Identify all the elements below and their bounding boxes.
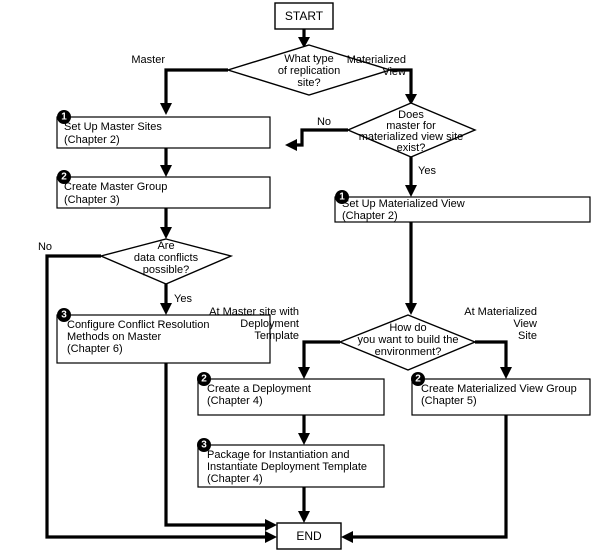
edge-label-no-conflicts: No — [38, 241, 52, 253]
step-configure-conflict-resolution-line1: Configure Conflict Resolution — [67, 319, 209, 331]
connector-master-branch — [160, 68, 228, 115]
step-create-a-deployment[interactable]: Create a Deployment (Chapter 4) 2 — [197, 372, 385, 416]
decision-master-exists[interactable]: Does master for materialized view site e… — [346, 102, 477, 158]
connector-deployment-to-package — [298, 415, 310, 445]
start-label: START — [285, 9, 324, 23]
decision-build-environment-line1: How do — [389, 322, 426, 334]
step-configure-conflict-resolution-line2: Methods on Master — [67, 331, 161, 343]
step-set-up-materialized-view-line2: (Chapter 2) — [342, 210, 398, 222]
connector-conflicts-no — [45, 254, 277, 543]
connector-build-right-branch — [475, 340, 512, 379]
badge-circle-icon — [197, 438, 211, 452]
step-set-up-master-sites[interactable]: Set Up Master Sites (Chapter 2) 1 — [56, 110, 271, 149]
connector-master-exists-no — [285, 128, 348, 151]
end-label: END — [296, 529, 322, 543]
step-create-a-deployment-line1: Create a Deployment — [207, 383, 311, 395]
badge-circle-icon — [335, 190, 349, 204]
edge-label-no-master-exists: No — [317, 116, 331, 128]
edge-label-at-mv-site-line2: View — [513, 318, 537, 330]
step-set-up-master-sites-line2: (Chapter 2) — [64, 134, 120, 146]
node-end[interactable]: END — [276, 522, 342, 550]
edge-label-at-mv-site-line3: Site — [518, 330, 537, 342]
decision-build-environment-line2: you want to build the — [358, 334, 459, 346]
step-set-up-materialized-view-badge: 1 — [339, 192, 345, 203]
connector-materialized-view-branch — [390, 68, 417, 105]
decision-data-conflicts-line2: data conflicts — [134, 252, 199, 264]
step-configure-conflict-resolution[interactable]: Configure Conflict Resolution Methods on… — [56, 308, 271, 364]
edge-label-master: Master — [131, 54, 165, 66]
edge-label-at-master-site-line3: Template — [254, 330, 299, 342]
step-create-materialized-view-group-line2: (Chapter 5) — [421, 395, 477, 407]
step-set-up-master-sites-line1: Set Up Master Sites — [64, 121, 162, 133]
step-create-materialized-view-group-line1: Create Materialized View Group — [421, 383, 577, 395]
decision-master-exists-line4: exist? — [397, 142, 426, 154]
connector-master-exists-yes — [405, 157, 417, 197]
connector-conflict-resolution-to-end — [164, 363, 277, 531]
edge-label-at-master-site-line1: At Master site with — [209, 306, 299, 318]
badge-circle-icon — [57, 110, 71, 124]
decision-data-conflicts[interactable]: Are data conflicts possible? — [98, 238, 234, 285]
badge-circle-icon — [57, 308, 71, 322]
edge-label-at-mv-site-line1: At Materialized — [464, 306, 537, 318]
step-create-master-group-line2: (Chapter 3) — [64, 194, 120, 206]
connector-materialized-view-to-build — [405, 222, 417, 315]
step-create-master-group[interactable]: Create Master Group (Chapter 3) 2 — [56, 170, 271, 209]
step-package-instantiate-line2: Instantiate Deployment Template — [207, 461, 367, 473]
connector-master-sites-to-master-group — [160, 148, 172, 177]
decision-replication-type[interactable]: What type of replication site? — [225, 44, 393, 96]
connector-master-group-to-conflicts — [160, 208, 172, 239]
step-configure-conflict-resolution-line3: (Chapter 6) — [67, 343, 123, 355]
connector-build-left-branch — [298, 340, 340, 379]
step-create-master-group-line1: Create Master Group — [64, 181, 167, 193]
connector-package-to-end — [298, 487, 310, 523]
decision-master-exists-line2: master for — [386, 120, 436, 132]
edge-label-yes-conflicts: Yes — [174, 293, 192, 305]
connector-conflicts-yes — [160, 284, 172, 315]
decision-replication-type-line2: of replication — [278, 65, 340, 77]
decision-build-environment[interactable]: How do you want to build the environment… — [338, 314, 477, 371]
step-package-instantiate-line3: (Chapter 4) — [207, 473, 263, 485]
connector-mv-group-to-end — [341, 415, 508, 543]
decision-master-exists-line1: Does — [398, 109, 424, 121]
step-package-instantiate[interactable]: Package for Instantiation and Instantiat… — [197, 438, 385, 488]
decision-master-exists-line3: materialized view site — [359, 131, 464, 143]
badge-circle-icon — [197, 372, 211, 386]
step-create-materialized-view-group-badge: 2 — [415, 374, 421, 385]
connector-start-to-replication-type — [298, 29, 310, 48]
badge-circle-icon — [411, 372, 425, 386]
decision-replication-type-line3: site? — [297, 77, 320, 89]
step-package-instantiate-badge: 3 — [201, 440, 207, 451]
step-configure-conflict-resolution-badge: 3 — [61, 310, 67, 321]
decision-data-conflicts-line3: possible? — [143, 264, 189, 276]
step-create-a-deployment-badge: 2 — [201, 374, 207, 385]
step-set-up-materialized-view-line1: Set Up Materialized View — [342, 198, 465, 210]
step-set-up-materialized-view[interactable]: Set Up Materialized View (Chapter 2) 1 — [334, 190, 591, 223]
node-start[interactable]: START — [274, 2, 334, 30]
step-create-master-group-badge: 2 — [61, 172, 67, 183]
step-package-instantiate-line1: Package for Instantiation and — [207, 449, 349, 461]
edge-label-materialized-view-line1: Materialized — [347, 54, 406, 66]
edge-label-materialized-view-line2: View — [382, 66, 406, 78]
decision-replication-type-line1: What type — [284, 53, 334, 65]
edge-label-yes-master-exists: Yes — [418, 165, 436, 177]
decision-data-conflicts-line1: Are — [157, 240, 174, 252]
step-set-up-master-sites-badge: 1 — [61, 112, 67, 123]
decision-build-environment-line3: environment? — [375, 346, 442, 358]
edge-label-at-master-site-line2: Deployment — [240, 318, 299, 330]
step-create-materialized-view-group[interactable]: Create Materialized View Group (Chapter … — [411, 372, 591, 416]
step-create-a-deployment-line2: (Chapter 4) — [207, 395, 263, 407]
badge-circle-icon — [57, 170, 71, 184]
